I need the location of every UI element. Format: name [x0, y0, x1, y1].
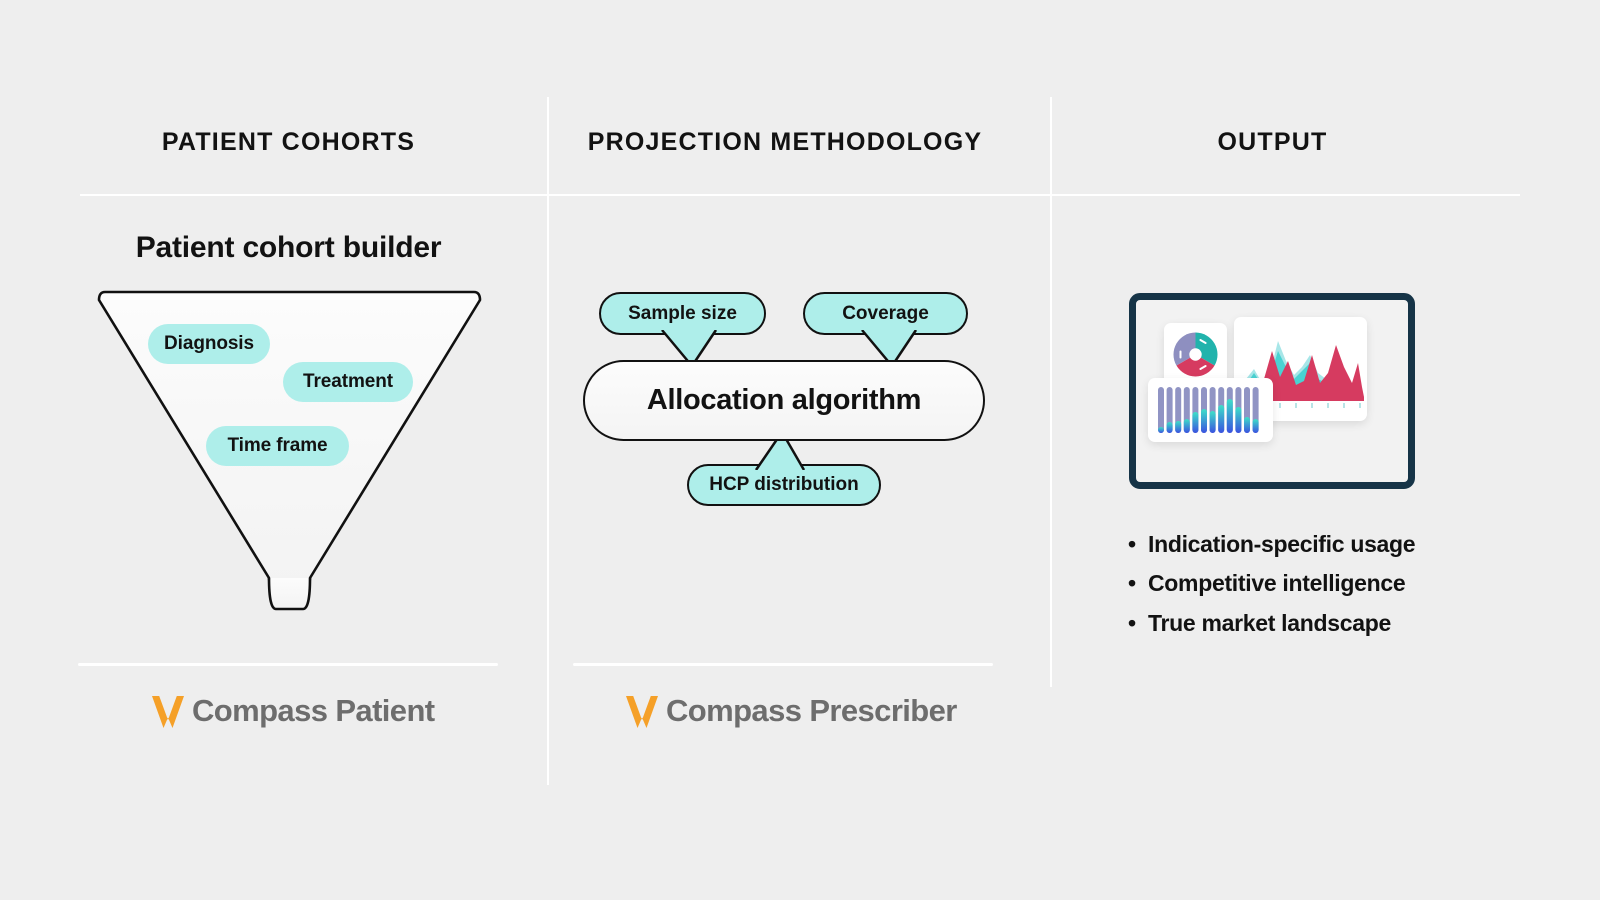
veeva-v-icon [152, 696, 184, 728]
column-header-patient-cohorts: PATIENT COHORTS [161, 128, 416, 156]
veeva-v-icon [626, 696, 658, 728]
bullet-label: True market landscape [1148, 609, 1391, 636]
column-divider-2 [1050, 97, 1052, 687]
output-monitor [1129, 293, 1415, 489]
bar-chart [1148, 378, 1273, 442]
column-divider-1 [547, 97, 549, 785]
bullet-label: Indication-specific usage [1148, 531, 1416, 557]
donut-chart [1164, 323, 1227, 386]
bullet-marker-icon: • [1128, 570, 1136, 597]
logo-text: Compass Patient [192, 693, 435, 728]
patient-cohort-builder-title: Patient cohort builder [135, 231, 442, 264]
output-bullet-list: • Indication-specific usage • Competitiv… [1128, 531, 1528, 649]
logo-compass-patient: Compass Patient [151, 692, 435, 730]
bullet-label: Competitive intelligence [1148, 570, 1406, 597]
list-item: • True market landscape [1128, 610, 1528, 636]
logo-compass-prescriber: Compass Prescriber [625, 692, 957, 730]
list-item: • Competitive intelligence [1128, 570, 1528, 596]
funnel-pill-diagnosis[interactable]: Diagnosis [148, 324, 270, 364]
funnel-pill-treatment[interactable]: Treatment [283, 362, 413, 402]
column-header-projection-methodology: PROJECTION METHODOLOGY [587, 128, 983, 156]
bullet-marker-icon: • [1128, 531, 1136, 557]
footer-divider-2 [573, 663, 993, 666]
list-item: • Indication-specific usage [1128, 531, 1528, 557]
logo-text: Compass Prescriber [666, 693, 957, 728]
allocation-algorithm-box[interactable]: Allocation algorithm [583, 360, 985, 441]
bullet-marker-icon: • [1128, 609, 1136, 636]
column-header-output: OUTPUT [1217, 128, 1328, 156]
header-divider [80, 194, 1520, 196]
funnel-pill-time-frame[interactable]: Time frame [206, 426, 349, 466]
footer-divider-1 [78, 663, 498, 666]
